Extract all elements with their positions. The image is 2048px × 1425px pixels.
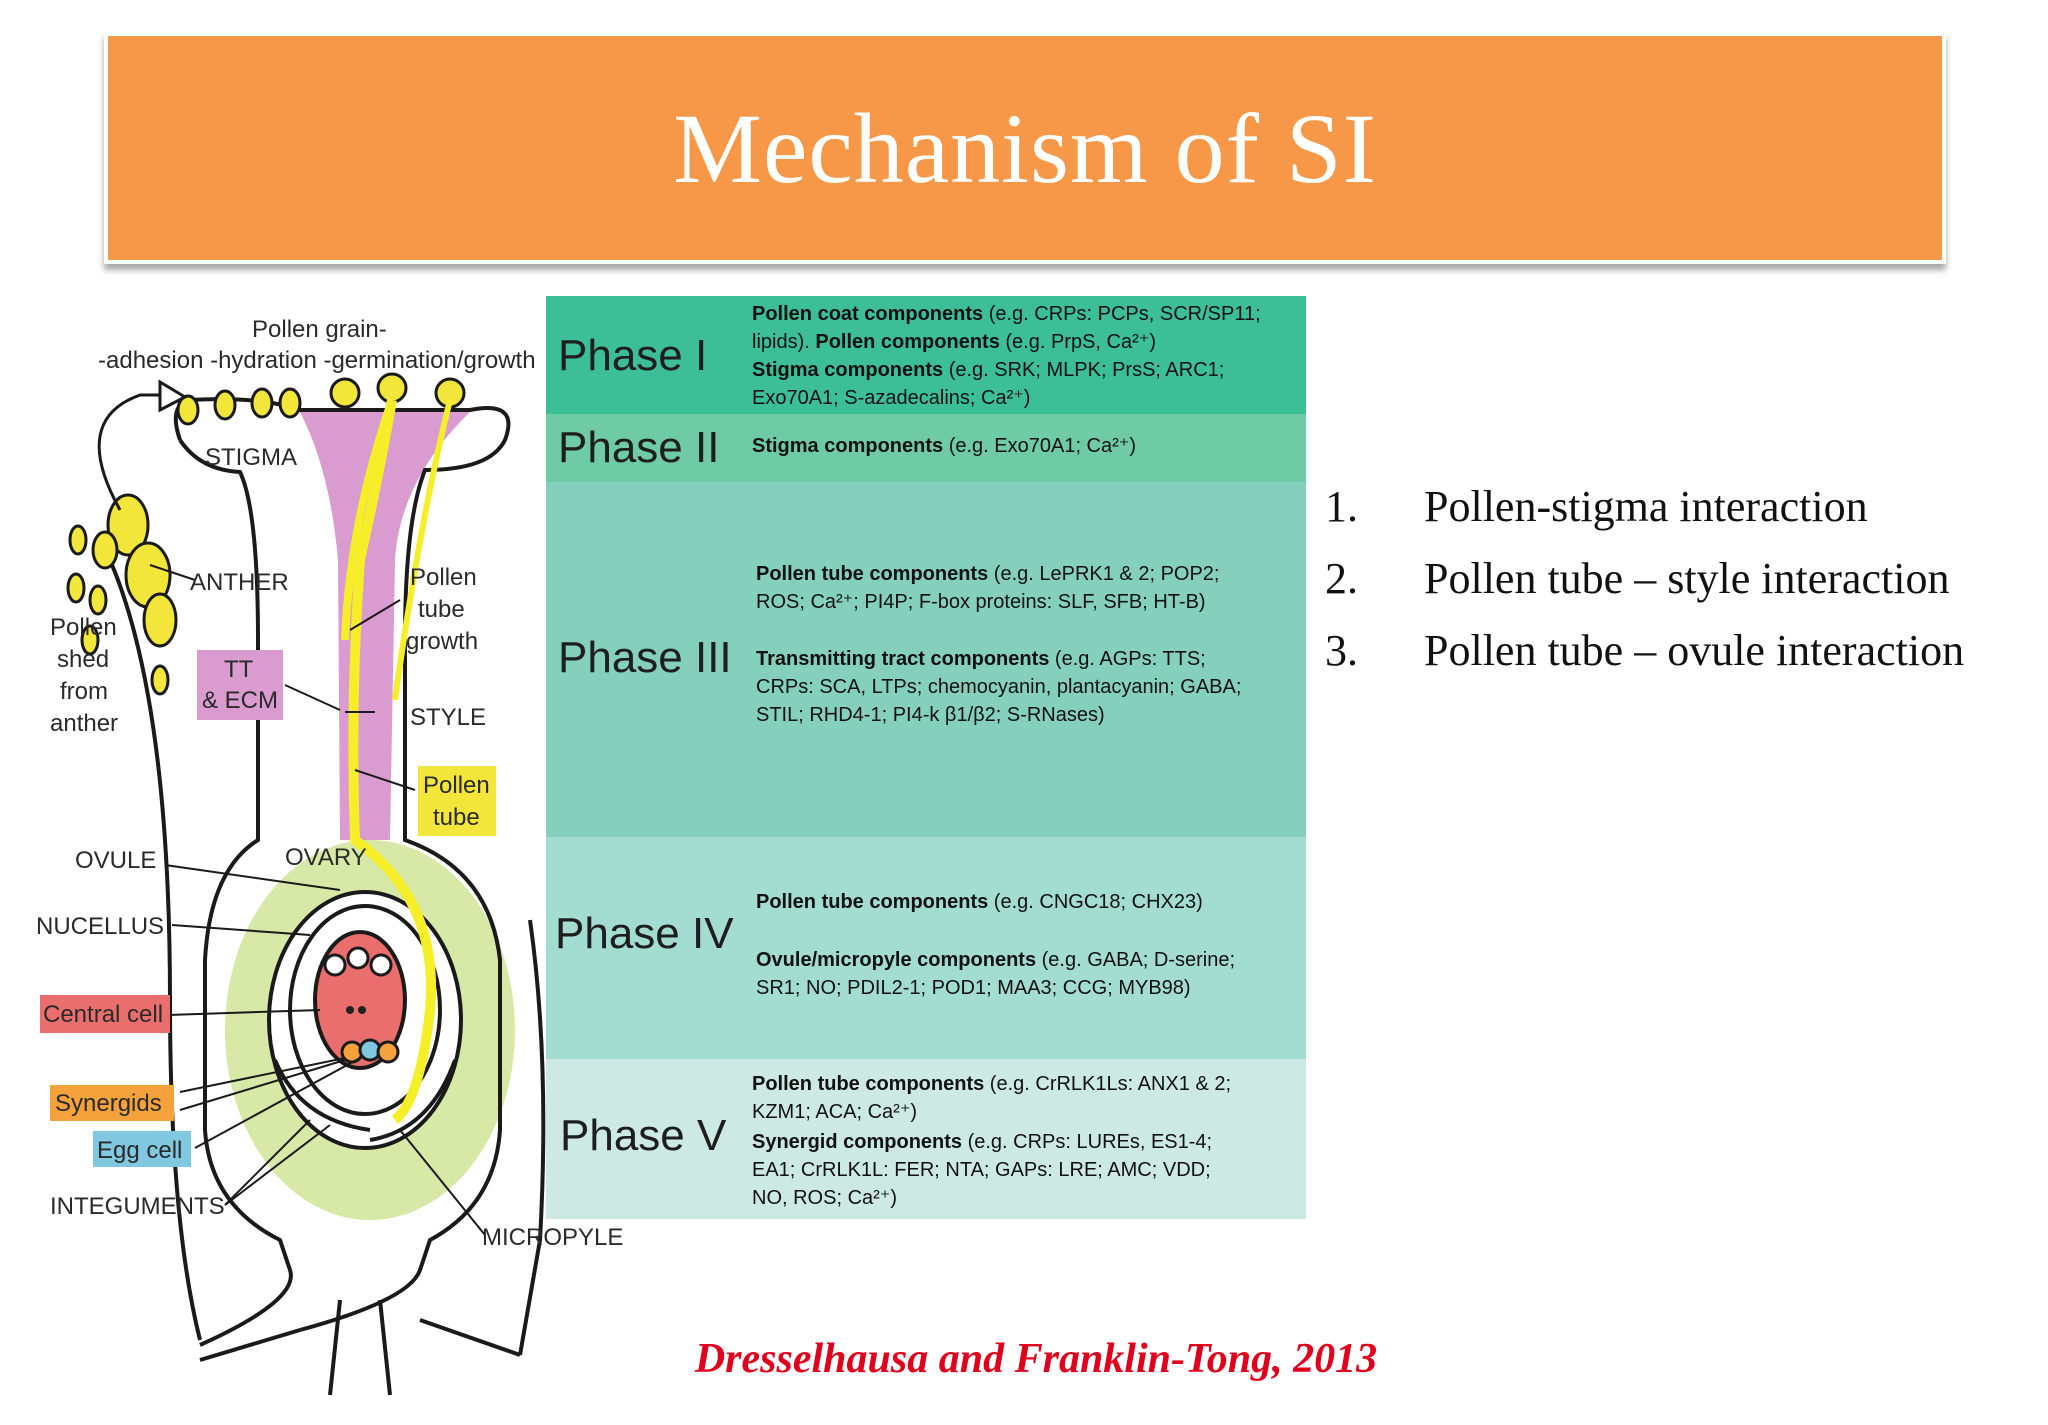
phase-3-line-4: CRPs: SCA, LTPs; chemocyanin, plantacyan… [756,676,1241,698]
label-integuments: INTEGUMENTS [50,1193,225,1220]
phase-1-line-4: Exo70A1; S-azadecalins; Ca²⁺) [752,387,1030,409]
phase-1-row [546,296,1306,414]
list-item: 3. Pollen tube – ovule interaction [1325,622,2025,680]
central-cell-box [40,995,170,1033]
label-ovule: OVULE [75,847,156,874]
pollen-tube-box [418,766,496,836]
phase-3-row [546,482,1306,837]
tt-ecm-box [197,650,283,720]
phase-4-line-3: SR1; NO; PDIL2-1; POD1; MAA3; CCG; MYB98… [756,977,1191,999]
phase-2-label: Phase II [558,423,719,472]
label-pollen-grain: Pollen grain- [252,316,387,343]
phase-5-line-1: Pollen tube components (e.g. CrRLK1Ls: A… [752,1073,1231,1095]
phase-3-line-2: ROS; Ca²⁺; PI4P; F-box proteins: SLF, SF… [756,591,1206,613]
svg-text:Pollen: Pollen [410,564,477,591]
label-anther: ANTHER [190,569,289,596]
svg-text:shed: shed [57,646,109,673]
label-synergids: Synergids [55,1090,162,1117]
label-pollen-tube-1: Pollen [423,772,490,799]
phase-5-label: Phase V [560,1111,727,1160]
label-nucellus: NUCELLUS [36,913,164,940]
label-ovary: OVARY [285,844,367,871]
label-style: STYLE [410,704,486,731]
label-egg-cell: Egg cell [97,1137,182,1164]
phase-4-row [546,837,1306,1059]
list-item: 2. Pollen tube – style interaction [1325,550,2025,608]
phase-1-label: Phase I [558,331,707,380]
interaction-list: 1. Pollen-stigma interaction 2. Pollen t… [1325,478,2025,694]
phase-4-line-2: Ovule/micropyle components (e.g. GABA; D… [756,949,1235,971]
label-ecm: & ECM [202,687,278,714]
phase-table: Phase I Phase II Phase III Phase IV Phas… [546,296,1306,1219]
anther-shape [91,493,178,648]
label-pollen-tube-growth: Pollen tube growth [406,564,478,655]
pistil-illustration [66,372,546,1396]
pollen-shed-grains [66,524,170,696]
title-bar: Mechanism of SI [104,32,1946,264]
list-number: 1. [1325,482,1358,531]
phase-5-line-5: NO, ROS; Ca²⁺) [752,1187,897,1209]
phase-4-label: Phase IV [555,909,734,958]
phase-3-line-5: STIL; RHD4-1; PI4-k β1/β2; S-RNases) [756,704,1105,726]
phase-1-line-2: lipids). Pollen components (e.g. PrpS, C… [752,331,1156,353]
list-item: 1. Pollen-stigma interaction [1325,478,2025,536]
anther-to-stigma-arrow [97,393,175,511]
svg-text:from: from [60,678,108,705]
list-text: Pollen tube – style interaction [1424,554,1950,603]
phase-2-line-1: Stigma components (e.g. Exo70A1; Ca²⁺) [752,435,1136,457]
phase-5-line-3: Synergid components (e.g. CRPs: LUREs, E… [752,1131,1212,1153]
phase-1-line-3: Stigma components (e.g. SRK; MLPK; PrsS;… [752,359,1224,381]
list-number: 3. [1325,626,1358,675]
egg-cell-box [93,1131,191,1167]
svg-text:anther: anther [50,710,118,737]
svg-text:growth: growth [406,628,478,655]
phase-3-line-1: Pollen tube components (e.g. LePRK1 & 2;… [756,563,1219,585]
svg-text:Pollen: Pollen [50,614,117,641]
svg-text:tube: tube [418,596,465,623]
phase-1-line-1: Pollen coat components (e.g. CRPs: PCPs,… [752,303,1261,325]
phase-3-line-3: Transmitting tract components (e.g. AGPs… [756,648,1206,670]
list-number: 2. [1325,554,1358,603]
phase-3-label: Phase III [558,633,732,682]
phase-4-line-1: Pollen tube components (e.g. CNGC18; CHX… [756,891,1203,913]
synergids-box [50,1085,174,1121]
label-stages: -adhesion -hydration -germination/growth [98,347,536,374]
phase-5-row [546,1059,1306,1219]
label-stigma: STIGMA [205,444,297,471]
phase-2-row [546,414,1306,482]
list-text: Pollen tube – ovule interaction [1424,626,1965,675]
transmitting-tract [300,412,470,840]
phase-5-line-2: KZM1; ACA; Ca²⁺) [752,1101,917,1123]
label-tt: TT [224,656,254,683]
citation: Dresselhausa and Franklin-Tong, 2013 [694,1336,1378,1382]
label-micropyle: MICROPYLE [482,1224,623,1251]
phase-5-line-4: EA1; CrRLK1L: FER; NTA; GAPs: LRE; AMC; … [752,1159,1211,1181]
label-central-cell: Central cell [43,1001,163,1028]
label-pollen-shed: Pollen shed from anther [50,614,118,737]
label-pollen-tube-2: tube [433,804,480,831]
synergid-right [376,1040,400,1064]
list-text: Pollen-stigma interaction [1424,482,1868,531]
pollen-tube-path [348,399,436,1124]
slide-title: Mechanism of SI [673,92,1377,204]
